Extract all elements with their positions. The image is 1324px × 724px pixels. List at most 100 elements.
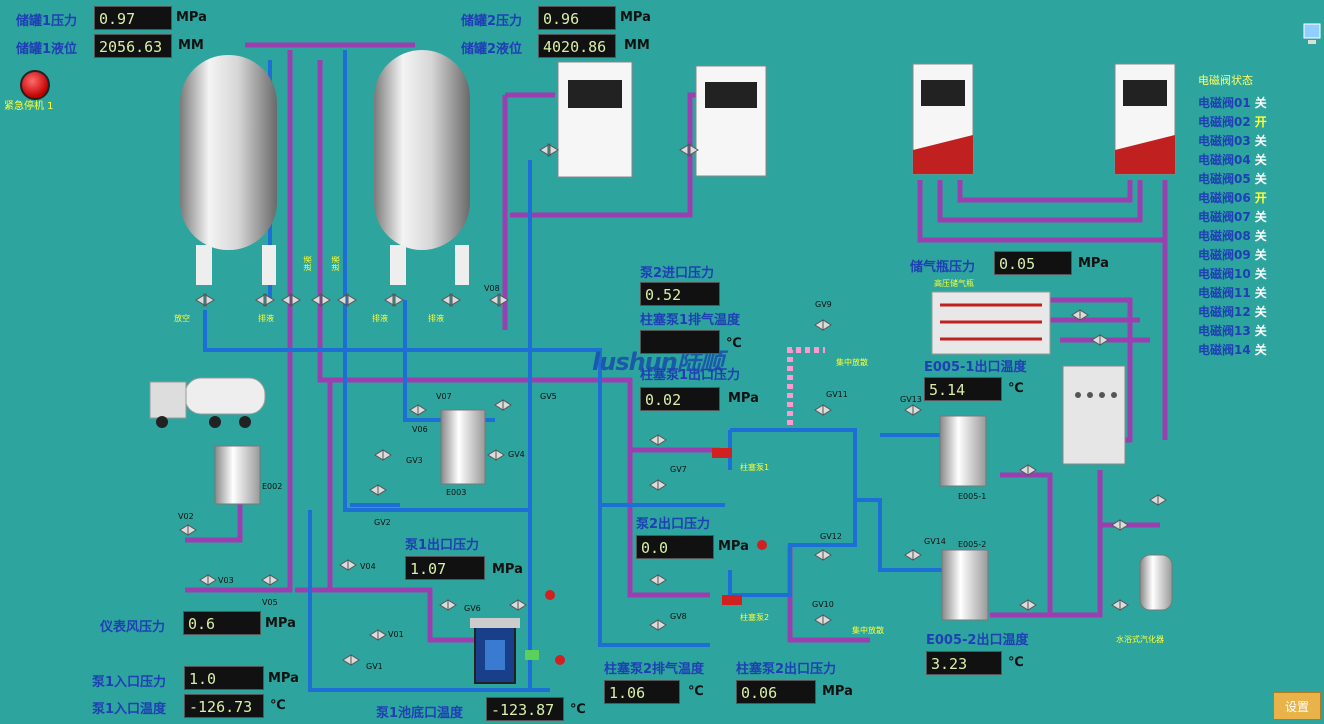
piston-pump2-exhaust-temp-unit: ℃ <box>688 684 704 699</box>
pipe-label-inlet1: 进液 <box>303 255 313 272</box>
pipe-label-vent1: 放空 <box>174 314 190 323</box>
e005-2-outlet-temp-unit: ℃ <box>1008 655 1024 670</box>
pump2-outlet-pressure-value: 0.0 <box>636 535 714 559</box>
piston-pump1-outlet-pressure-value: 0.02 <box>640 387 720 411</box>
tag-v08: V08 <box>484 284 500 293</box>
dispenser-1 <box>557 61 633 178</box>
storage-gas-pressure-value: 0.05 <box>994 251 1072 275</box>
piston-pump1-exhaust-temp-value <box>640 330 720 354</box>
storage-tank-2 <box>374 50 470 285</box>
tag-gv3: GV3 <box>406 456 423 465</box>
instrument-air-pressure-value: 0.6 <box>183 611 261 635</box>
e005-1-tag: E005-1 <box>958 492 987 501</box>
valve-name: 电磁阀05 <box>1198 172 1251 186</box>
valve-name: 电磁阀06 <box>1198 191 1251 205</box>
vaporizer-e005-2 <box>941 549 989 621</box>
monitor-icon[interactable] <box>1302 20 1322 60</box>
pump1-inlet-pressure-label: 泵1入口压力 <box>92 675 167 690</box>
emergency-stop-label: 紧急停机 1 <box>4 101 54 112</box>
instrument-air-pressure-unit: MPa <box>265 616 296 631</box>
pipe-label-inlet2: 进液 <box>331 255 341 272</box>
pump1-sump-temp-label: 泵1池底口温度 <box>376 706 464 721</box>
tag-e002: E002 <box>262 482 283 491</box>
piston-pump-1-motor <box>712 448 732 458</box>
tank2-level-value: 4020.86 <box>538 34 616 58</box>
piston-pump2-outlet-pressure-unit: MPa <box>822 684 853 699</box>
vaporizer-e002 <box>214 445 261 505</box>
tank2-pressure-unit: MPa <box>620 10 651 25</box>
piston-pump2-exhaust-temp-label: 柱塞泵2排气温度 <box>604 662 705 677</box>
piston-pump-1-name: 柱塞泵1 <box>740 463 770 472</box>
tank2-level-label: 储罐2液位 <box>461 42 523 57</box>
valve-state: 关 <box>1254 324 1267 338</box>
pipe-label-drain1: 排液 <box>258 314 274 323</box>
tag-gv7: GV7 <box>670 465 687 474</box>
valve-name: 电磁阀02 <box>1198 115 1251 129</box>
tag-v03: V03 <box>218 576 234 585</box>
valve-state: 关 <box>1254 248 1267 262</box>
valve-state: 关 <box>1254 305 1267 319</box>
valve-state: 关 <box>1254 267 1267 281</box>
tag-v07: V07 <box>436 392 452 401</box>
tag-v02: V02 <box>178 512 194 521</box>
dispenser-2 <box>695 65 767 177</box>
tag-gv6: GV6 <box>464 604 481 613</box>
pump1-outlet-pressure-value: 1.07 <box>405 556 485 580</box>
tank1-pressure-value: 0.97 <box>94 6 172 30</box>
e005-2-outlet-temp-value: 3.23 <box>926 651 1002 675</box>
pump1-inlet-temp-value: -126.73 <box>184 694 264 718</box>
control-cabinet <box>1062 365 1126 465</box>
settings-button[interactable]: 设置 <box>1273 692 1321 720</box>
tank2-pressure-label: 储罐2压力 <box>461 14 523 29</box>
valve-name: 电磁阀01 <box>1198 96 1251 110</box>
piston-pump1-outlet-pressure-unit: MPa <box>728 391 759 406</box>
piston-pump-2-motor <box>722 595 742 605</box>
valve-state: 关 <box>1254 229 1267 243</box>
valve-name: 电磁阀14 <box>1198 343 1251 357</box>
valve-status-title: 电磁阀状态 <box>1198 74 1253 87</box>
tag-gv8: GV8 <box>670 612 687 621</box>
piston-pump2-exhaust-temp-value: 1.06 <box>604 680 680 704</box>
e005-1-outlet-temp-unit: ℃ <box>1008 381 1024 396</box>
dispenser-4 <box>1114 63 1176 175</box>
valve-state: 关 <box>1254 96 1267 110</box>
piston-pump2-outlet-pressure-value: 0.06 <box>736 680 816 704</box>
emergency-stop-button[interactable] <box>20 70 50 100</box>
pipe-label-center-vent1: 集中放散 <box>836 358 868 367</box>
e005-1-outlet-temp-label: E005-1出口温度 <box>924 360 1027 375</box>
valve-name: 电磁阀09 <box>1198 248 1251 262</box>
piston-pump2-outlet-pressure-label: 柱塞泵2出口压力 <box>736 662 837 677</box>
tank1-level-unit: MM <box>178 38 204 53</box>
valve-name: 电磁阀03 <box>1198 134 1251 148</box>
pump1-inlet-temp-unit: ℃ <box>270 698 286 713</box>
valve-state: 关 <box>1254 153 1267 167</box>
storage-gas-pressure-unit: MPa <box>1078 256 1109 271</box>
tag-gv10: GV10 <box>812 600 834 609</box>
pump2-inlet-pressure-label: 泵2进口压力 <box>640 266 715 281</box>
tank1-pressure-unit: MPa <box>176 10 207 25</box>
tank1-pressure-label: 储罐1压力 <box>16 14 78 29</box>
valve-state: 开 <box>1254 191 1267 205</box>
pipe-label-center-vent2: 集中放散 <box>852 626 884 635</box>
vaporizer-e005-1 <box>939 415 987 487</box>
valve-state: 开 <box>1254 115 1267 129</box>
pipe-label-drain2: 排液 <box>372 314 388 323</box>
storage-gas-pressure-label: 储气瓶压力 <box>910 260 976 275</box>
pump1-outlet-pressure-label: 泵1出口压力 <box>405 538 480 553</box>
valve-name: 电磁阀13 <box>1198 324 1251 338</box>
tag-gv1: GV1 <box>366 662 383 671</box>
piston-pump-2-name: 柱塞泵2 <box>740 613 770 622</box>
submerged-pump <box>470 618 520 684</box>
storage-tank-1 <box>180 55 277 285</box>
tag-gv11: GV11 <box>826 390 848 399</box>
pump2-outlet-pressure-label: 泵2出口压力 <box>636 517 711 532</box>
